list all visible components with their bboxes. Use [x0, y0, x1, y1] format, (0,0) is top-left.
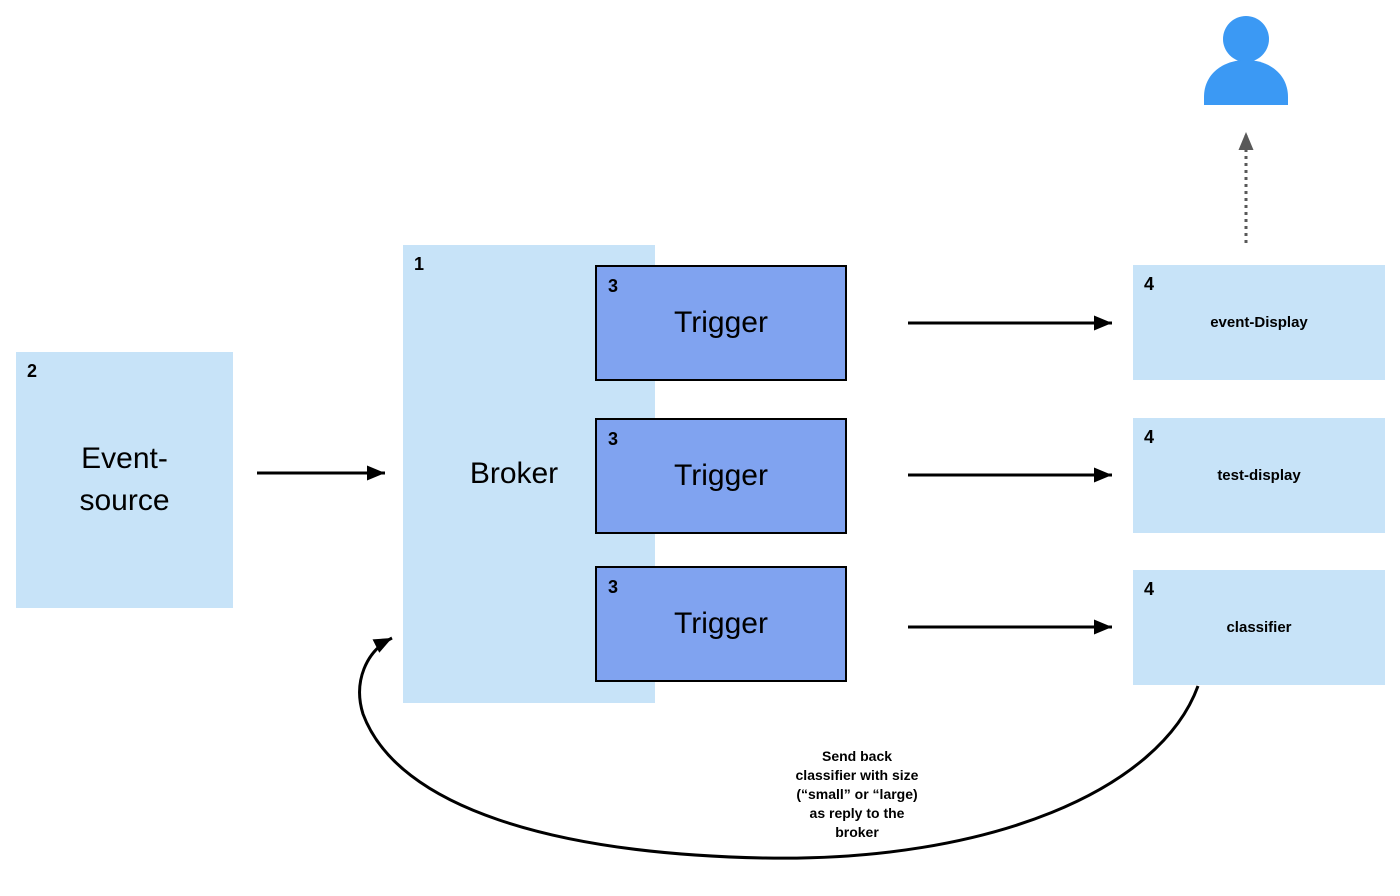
node-number: 4 [1144, 579, 1155, 599]
node-label: Event- source [79, 442, 170, 517]
node-number: 4 [1144, 274, 1155, 294]
node-label: event-Display [1210, 314, 1308, 331]
node-trigger-3: 3 Trigger [595, 566, 847, 682]
node-number: 1 [414, 254, 425, 274]
reply-annotation: Send back classifier with size (“small” … [795, 748, 919, 840]
node-number: 3 [608, 276, 619, 296]
node-classifier: 4 classifier [1133, 570, 1385, 685]
node-event-source: 2 Event- source [16, 352, 233, 608]
node-number: 4 [1144, 427, 1155, 447]
node-number: 2 [27, 361, 38, 381]
node-label: Trigger [674, 607, 768, 640]
node-event-display: 4 event-Display [1133, 265, 1385, 380]
node-label: Trigger [674, 459, 768, 492]
node-test-display: 4 test-display [1133, 418, 1385, 533]
node-label: Broker [469, 457, 559, 490]
node-label: classifier [1226, 619, 1292, 636]
node-label: Trigger [674, 306, 768, 339]
node-number: 3 [608, 429, 619, 449]
node-trigger-2: 3 Trigger [595, 418, 847, 534]
node-number: 3 [608, 577, 619, 597]
node-label: test-display [1217, 467, 1301, 484]
user-icon [1204, 16, 1288, 105]
node-trigger-1: 3 Trigger [595, 265, 847, 381]
